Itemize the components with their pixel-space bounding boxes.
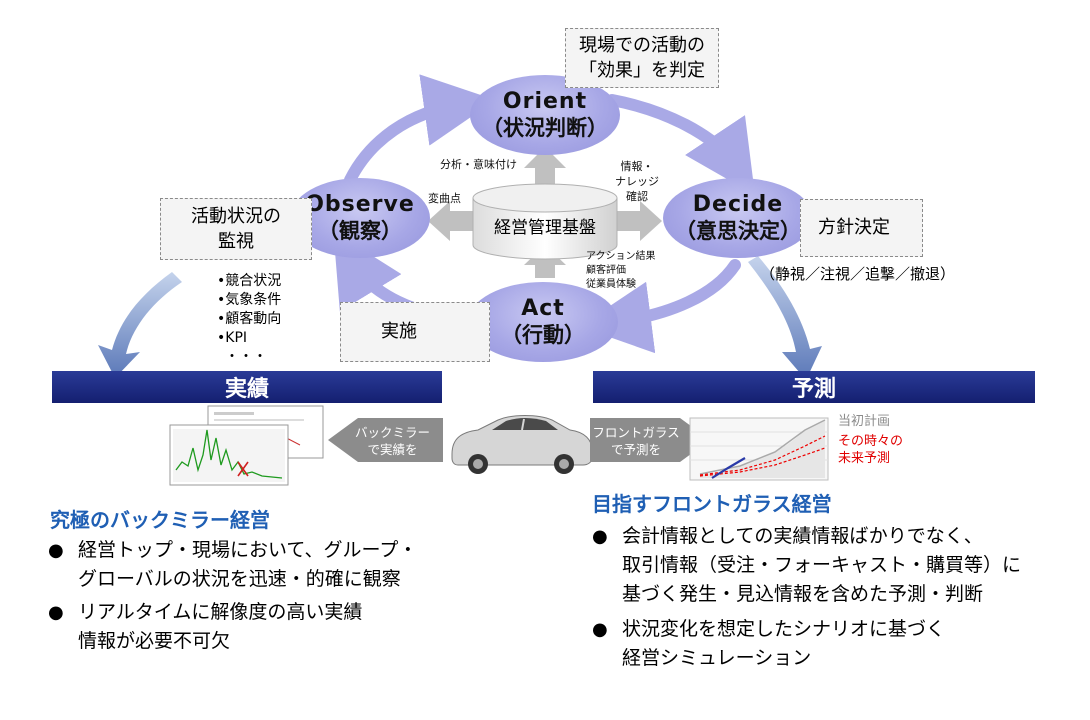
label-info-line1: 情報・ xyxy=(620,160,654,173)
arc-orient-to-decide xyxy=(606,94,755,195)
observe-note: 活動状況の 監視 xyxy=(160,198,312,260)
act-label-en: Act xyxy=(521,296,565,322)
act-label-ja: （行動） xyxy=(501,322,585,347)
label-action-results: アクション結果 顧客評価 従業員体験 xyxy=(586,250,656,292)
left-bullet-1-line1: 経営トップ・現場において、グループ・ xyxy=(78,539,418,561)
decide-note: 方針決定 xyxy=(800,199,923,257)
legend-current-line2: 未来予測 xyxy=(838,451,891,466)
node-act: Act （行動） xyxy=(468,282,618,362)
right-bullet-2-line2: 経営シミュレーション xyxy=(622,647,812,669)
label-action-line1: アクション結果 xyxy=(586,251,656,262)
forecast-band: 予測 xyxy=(593,371,1035,403)
label-analysis: 分析・意味付け xyxy=(440,158,517,171)
arrow-observe-to-results xyxy=(98,272,182,378)
arrow-up xyxy=(524,147,566,185)
decide-note-text: 方針決定 xyxy=(818,217,890,239)
left-heading: 究極のバックミラー経営 xyxy=(50,508,270,532)
center-arrows xyxy=(428,147,662,278)
orient-note: 現場での活動の 「効果」を判定 xyxy=(565,28,719,88)
label-info-line3: 確認 xyxy=(626,189,648,203)
orient-label-en: Orient xyxy=(502,89,588,115)
observe-item: •競合状況 xyxy=(217,273,282,289)
label-inflection: 変曲点 xyxy=(428,192,461,205)
car-icon xyxy=(451,415,593,474)
right-bullet-2: 状況変化を想定したシナリオに基づく 経営シミュレーション xyxy=(592,615,1062,673)
label-action-line2: 顧客評価 xyxy=(586,265,626,276)
right-bullet-1: 会計情報としての実績情報ばかりでなく、 取引情報（受注・フォーキャスト・購買等）… xyxy=(592,522,1062,609)
observe-item: •KPI xyxy=(217,330,248,346)
left-bullet-1: 経営トップ・現場において、グループ・ グローバルの状況を迅速・的確に観察 xyxy=(48,536,508,594)
left-bullet-2-line2: 情報が必要不可欠 xyxy=(78,630,231,652)
arrow-down-up xyxy=(524,245,566,278)
node-orient: Orient （状況判断） xyxy=(470,75,620,155)
right-bullet-2-line1: 状況変化を想定したシナリオに基づく xyxy=(622,618,946,640)
arrow-left xyxy=(428,201,475,241)
observe-item: •顧客動向 xyxy=(217,311,282,327)
right-bullets: 会計情報としての実績情報ばかりでなく、 取引情報（受注・フォーキャスト・購買等）… xyxy=(592,522,1062,673)
orient-note-line2: 「効果」を判定 xyxy=(579,60,705,81)
right-heading: 目指すフロントガラス経営 xyxy=(592,492,832,516)
arc-decide-to-act xyxy=(579,259,741,354)
decide-label-en: Decide xyxy=(692,192,784,218)
results-chart-thumbnail xyxy=(169,405,324,486)
backmirror-line1: バックミラー xyxy=(354,425,430,440)
forecast-chart xyxy=(689,417,829,481)
orient-label-ja: （状況判断） xyxy=(482,115,608,140)
decide-options: （静視／注視／追撃／撤退） xyxy=(760,265,956,283)
left-bullet-2-line1: リアルタイムに解像度の高い実績 xyxy=(78,601,363,623)
frontglass-line2: で予測を xyxy=(610,442,661,457)
observe-items: •競合状況 •気象条件 •顧客動向 •KPI ・・・ xyxy=(217,272,281,367)
legend-current: その時々の 未来予測 xyxy=(838,433,903,467)
legend-current-line1: その時々の xyxy=(838,434,904,449)
right-bullet-1-line2: 取引情報（受注・フォーキャスト・購買等）に xyxy=(622,554,1022,576)
right-bullet-1-line1: 会計情報としての実績情報ばかりでなく、 xyxy=(622,525,983,547)
node-decide: Decide （意思決定） xyxy=(663,178,813,258)
label-info-line2: ナレッジ xyxy=(615,174,659,188)
left-bullet-2: リアルタイムに解像度の高い実績 情報が必要不可欠 xyxy=(48,598,508,656)
left-bullet-1-line2: グローバルの状況を迅速・的確に観察 xyxy=(78,568,401,590)
arrow-decide-to-forecast xyxy=(748,256,822,380)
center-label: 経営管理基盤 xyxy=(494,218,596,238)
observe-note-line1: 活動状況の xyxy=(191,205,281,227)
observe-label-ja: （観察） xyxy=(318,218,402,243)
results-band: 実績 xyxy=(52,371,442,403)
backmirror-arrow xyxy=(328,418,443,462)
arrow-right xyxy=(615,201,662,241)
backmirror-line2: で実績を xyxy=(367,442,418,457)
act-note: 実施 xyxy=(340,302,490,362)
act-note-text: 実施 xyxy=(381,321,417,343)
frontglass-label: フロントガラス で予測を xyxy=(590,424,682,458)
frontglass-line1: フロントガラス xyxy=(592,425,680,440)
observe-note-line2: 監視 xyxy=(218,231,254,252)
observe-label-en: Observe xyxy=(305,192,415,218)
decide-label-ja: （意思決定） xyxy=(675,218,801,243)
orient-note-line1: 現場での活動の xyxy=(579,34,705,56)
backmirror-label: バックミラー で実績を xyxy=(345,424,440,458)
label-info-check: 情報・ ナレッジ 確認 xyxy=(615,160,659,205)
arc-observe-to-orient xyxy=(344,74,496,186)
label-action-line3: 従業員体験 xyxy=(586,279,636,290)
observe-item: ・・・ xyxy=(225,349,267,365)
frontglass-arrow xyxy=(590,418,710,462)
left-bullets: 経営トップ・現場において、グループ・ グローバルの状況を迅速・的確に観察 リアル… xyxy=(48,536,508,656)
legend-plan: 当初計画 xyxy=(838,414,891,429)
database-icon xyxy=(472,183,618,260)
observe-item: •気象条件 xyxy=(217,292,282,308)
node-observe: Observe （観察） xyxy=(290,178,430,258)
right-bullet-1-line3: 基づく発生・見込情報を含めた予測・判断 xyxy=(622,583,984,605)
